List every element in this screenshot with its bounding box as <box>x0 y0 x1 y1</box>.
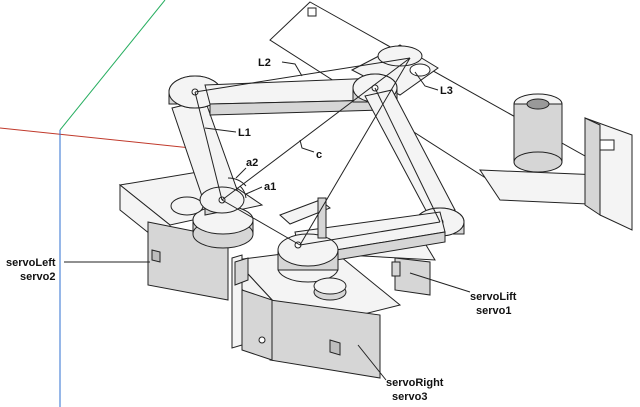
leader-a2 <box>235 167 247 179</box>
leader-l3 <box>414 71 439 91</box>
label-servo-right-name: servoRight <box>386 377 444 389</box>
construction-lines <box>194 57 441 246</box>
axis-guides <box>0 0 211 407</box>
red-axis-line <box>0 127 211 151</box>
line-l2 <box>194 57 411 93</box>
bracket-plate-side <box>584 117 601 216</box>
angle-a1-arc <box>239 185 247 199</box>
mount-plate-mid <box>234 257 249 286</box>
line-l1 <box>194 91 223 201</box>
arm-l3-pen-ring <box>377 45 423 67</box>
label-servo-lift-name: servoLift <box>470 291 517 303</box>
line-elbow-up <box>374 87 441 223</box>
green-axis-line <box>59 0 166 131</box>
bracket-slot <box>599 139 615 151</box>
servo-left-housing-face <box>151 249 161 263</box>
line-c <box>221 57 411 201</box>
label-l1: L1 <box>238 127 251 139</box>
label-l2: L2 <box>258 57 271 69</box>
mount-hole <box>258 336 266 344</box>
arm-l3 <box>350 44 439 103</box>
servo-right-housing-face <box>329 339 341 356</box>
leader-l2 <box>281 61 303 77</box>
servo-lift-side <box>394 257 431 296</box>
right-gear-b <box>313 277 347 295</box>
mount-plate-front <box>241 289 273 361</box>
leader-l1 <box>204 127 237 133</box>
line-base <box>221 199 301 246</box>
labels: L2 L1 L3 c a2 a1 servoLeft servo2 servoL… <box>6 57 517 403</box>
servo-lift-tab <box>391 261 401 277</box>
label-servo-lift-id: servo1 <box>476 305 511 317</box>
leader-a1 <box>245 186 263 195</box>
mount-plates <box>231 254 273 361</box>
label-servo-left-id: servo2 <box>20 271 55 283</box>
left-horn-top <box>170 196 204 216</box>
arm-right-long-top <box>364 89 456 219</box>
pen-holder-bracket <box>479 93 633 231</box>
arm-right-long <box>364 89 465 237</box>
bushing-bottom <box>513 151 563 173</box>
leader-servo-right <box>357 344 387 381</box>
right-pivot <box>277 233 347 301</box>
right-hub-top <box>277 233 339 267</box>
label-c: c <box>316 149 322 161</box>
label-l3: L3 <box>440 85 453 97</box>
leader-c <box>299 139 315 153</box>
lift-post <box>317 197 327 239</box>
label-servo-right-id: servo3 <box>392 391 427 403</box>
label-servo-left-name: servoLeft <box>6 257 56 269</box>
line-right-base <box>299 57 411 246</box>
leader-lines <box>64 61 471 381</box>
lift-arm <box>279 197 331 239</box>
leader-servo-lift <box>409 272 471 293</box>
label-a2: a2 <box>246 157 258 169</box>
bushing-hole <box>526 98 550 110</box>
line-right-elbow <box>299 221 441 246</box>
angle-a2-arc <box>227 177 247 187</box>
label-a1: a1 <box>264 181 276 193</box>
arm-l3-pen-notch <box>409 63 431 77</box>
plane-corner-mark <box>307 7 317 17</box>
